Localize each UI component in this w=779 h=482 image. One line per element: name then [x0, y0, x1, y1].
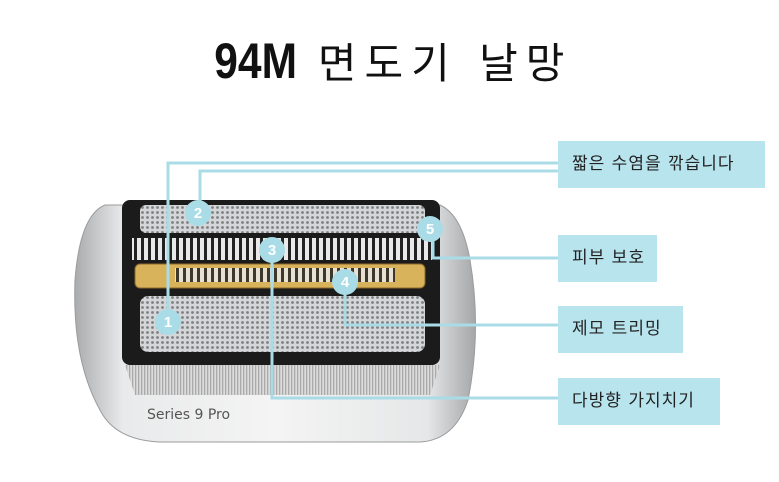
marker-4: 4	[332, 269, 358, 295]
page-title: 94M 면도기 날망	[0, 30, 779, 91]
marker-3: 3	[259, 237, 285, 263]
shaver-frame	[74, 200, 476, 443]
callout-short-beard: 짧은 수염을 깎습니다	[558, 141, 765, 188]
marker-2: 2	[185, 200, 211, 226]
marker-1: 1	[155, 309, 181, 335]
svg-text:1: 1	[164, 314, 172, 331]
title-text: 면도기 날망	[317, 39, 573, 88]
callout-lines	[166, 161, 558, 400]
product-label: Series 9 Pro	[147, 407, 230, 423]
svg-text:3: 3	[268, 242, 276, 259]
title-model: 94M	[213, 33, 297, 89]
svg-text:2: 2	[194, 205, 202, 222]
callout-hair-trimming: 제모 트리밍	[558, 306, 683, 353]
marker-5: 5	[417, 216, 443, 242]
svg-text:4: 4	[341, 274, 350, 291]
callout-multi-direction: 다방향 가지치기	[558, 378, 720, 425]
callout-skin-protection: 피부 보호	[558, 235, 657, 282]
svg-text:5: 5	[426, 221, 434, 238]
